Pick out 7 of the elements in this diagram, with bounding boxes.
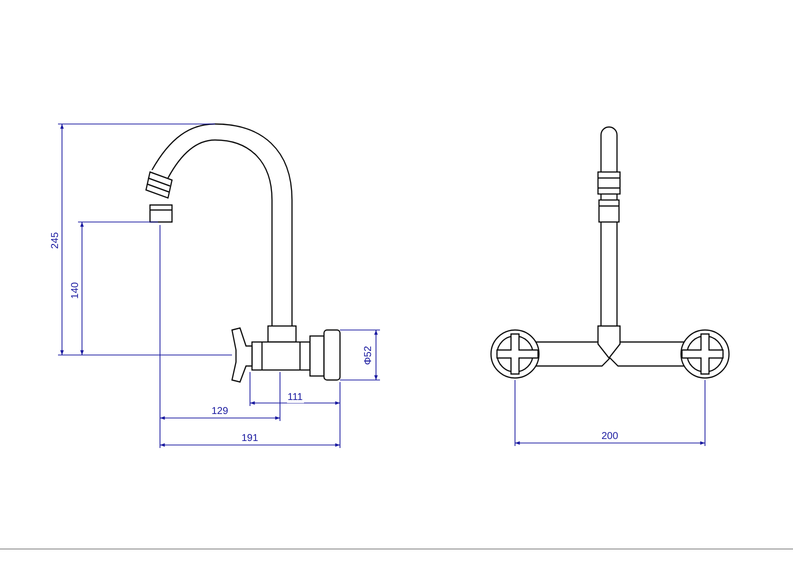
dimension-label: 245: [49, 230, 60, 250]
dimension-label: 140: [69, 280, 80, 300]
dimension-label: Φ52: [362, 344, 374, 366]
dimension-label: 111: [286, 392, 304, 402]
dimension-label: 191: [240, 432, 260, 444]
dimension-label: 200: [600, 430, 620, 442]
dimension-label: 129: [210, 406, 230, 416]
